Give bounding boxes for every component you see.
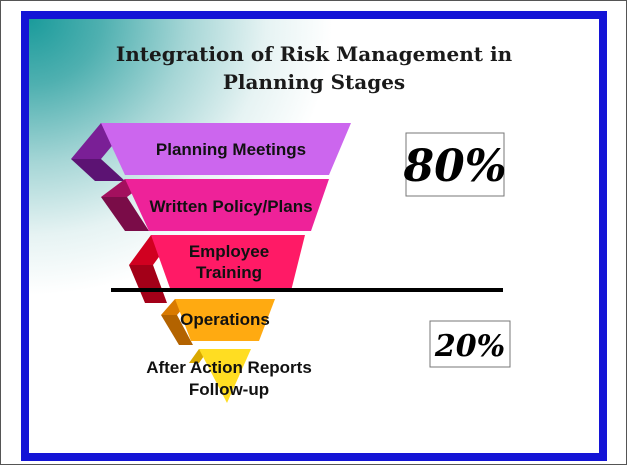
title-line-2: Planning Stages (223, 70, 405, 94)
stage-5-label-line-2: Follow-up (189, 380, 269, 399)
stage-3-bottom (129, 265, 167, 303)
stage-2-face (125, 179, 329, 231)
stage-5-face (199, 349, 251, 403)
stage-5-label-line-1: After Action Reports (146, 358, 312, 377)
title-line-1: Integration of Risk Management in (116, 42, 513, 66)
slide: Integration of Risk Management in Planni… (21, 11, 607, 461)
stage-after-action: After Action Reports Follow-up (146, 349, 312, 403)
stage-3-face (151, 235, 305, 291)
stage-3-label-line-1: Employee (189, 242, 269, 261)
stage-employee-training: Employee Training (129, 235, 305, 303)
stage-1-bottom (71, 159, 125, 181)
percent-lower: 20% (434, 329, 505, 364)
stage-written-policy: Written Policy/Plans (101, 179, 329, 231)
stage-1-face (101, 123, 351, 175)
stage-4-label: Operations (180, 310, 270, 329)
stage-4-face (175, 299, 275, 341)
percent-upper: 80% (402, 141, 506, 192)
stage-operations: Operations (161, 299, 275, 345)
stage-planning-meetings: Planning Meetings (71, 123, 351, 181)
percent-lower-box: 20% (429, 320, 511, 368)
percent-upper-box: 80% (402, 132, 507, 197)
percent-upper-frame (405, 132, 505, 197)
stage-2-bottom (101, 197, 149, 231)
funnel-diagram: Integration of Risk Management in Planni… (71, 42, 513, 403)
percent-lower-frame (429, 320, 511, 368)
stage-3-label-line-2: Training (196, 263, 262, 282)
stage-2-label: Written Policy/Plans (149, 197, 312, 216)
stage-4-bottom (161, 315, 193, 345)
stage-1-label: Planning Meetings (156, 140, 306, 159)
